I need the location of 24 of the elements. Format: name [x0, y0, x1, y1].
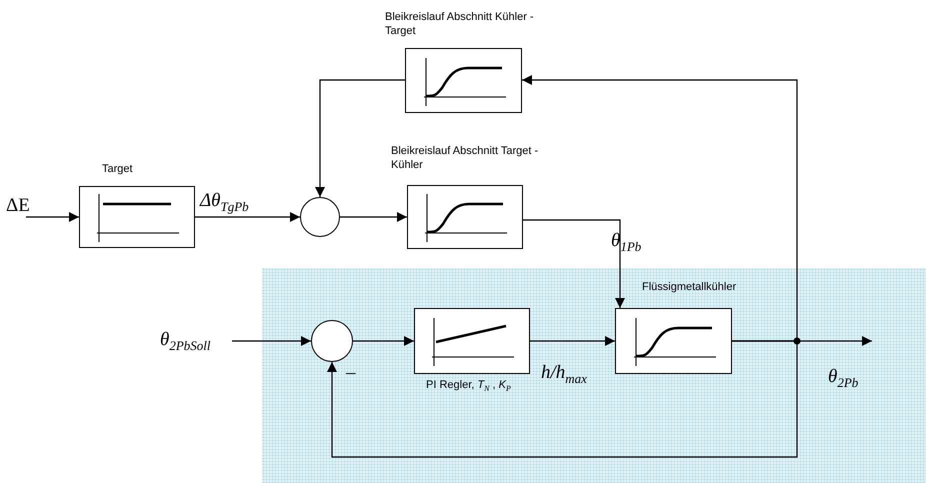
arrow: [232, 336, 311, 346]
edge-label: θ$_{2Pb}$: [828, 366, 858, 392]
block-title: Bleikreislauf Abschnitt Target - Kühler: [391, 144, 540, 172]
block-title: Bleikreislauf Abschnitt Kühler - Target: [385, 10, 535, 38]
edge-label: Δθ$_{TgPb}$: [200, 190, 249, 216]
block-title: PI Regler, T$_{N}$ , K$_{P}$: [426, 378, 512, 396]
signal-label: θ$_{2PbSoll}$: [160, 329, 211, 357]
summing-junction: [311, 320, 353, 362]
edge-label: θ$_{1Pb}$: [611, 230, 642, 256]
arrow: [327, 340, 798, 458]
signal-label: ΔE: [6, 195, 30, 217]
block-title: Target: [102, 162, 134, 176]
block-title: Flüssigmetallkühler: [642, 280, 738, 294]
arrow: [340, 212, 407, 222]
arrow: [530, 336, 615, 346]
edge-label: –: [346, 362, 356, 384]
summing-junction: [300, 197, 340, 237]
arrow: [315, 79, 405, 197]
shaded-region: [262, 268, 926, 483]
edge-label: h/h$_{max}$: [541, 362, 587, 388]
arrow: [523, 219, 625, 308]
arrow: [195, 212, 300, 222]
arrow: [353, 336, 414, 346]
arrow: [26, 212, 79, 222]
